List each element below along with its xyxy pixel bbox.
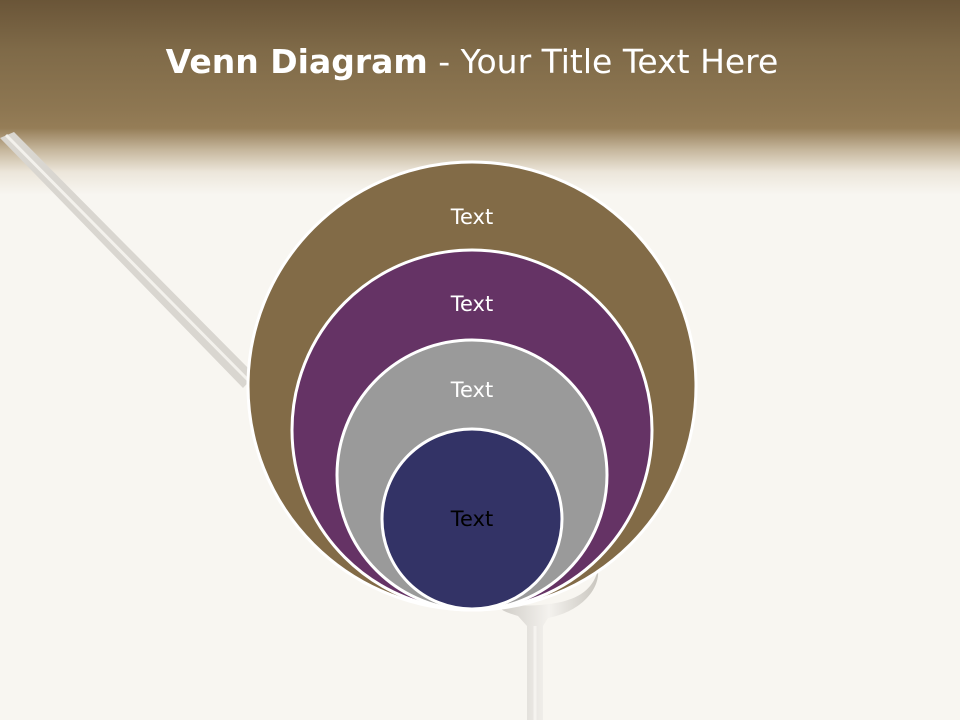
circle-third-label: Text — [450, 378, 493, 402]
decorative-stand — [499, 570, 599, 720]
decorative-rod — [0, 132, 255, 388]
title-rest-text: - Your Title Text Here — [427, 42, 779, 81]
circle-outer-label: Text — [450, 205, 493, 229]
circle-inner[interactable] — [380, 427, 564, 611]
slide-title[interactable]: Venn Diagram - Your Title Text Here — [0, 40, 944, 84]
circle-inner-label: Text — [450, 507, 493, 531]
title-bold-text: Venn Diagram — [165, 42, 428, 81]
circle-second-label: Text — [450, 292, 493, 316]
